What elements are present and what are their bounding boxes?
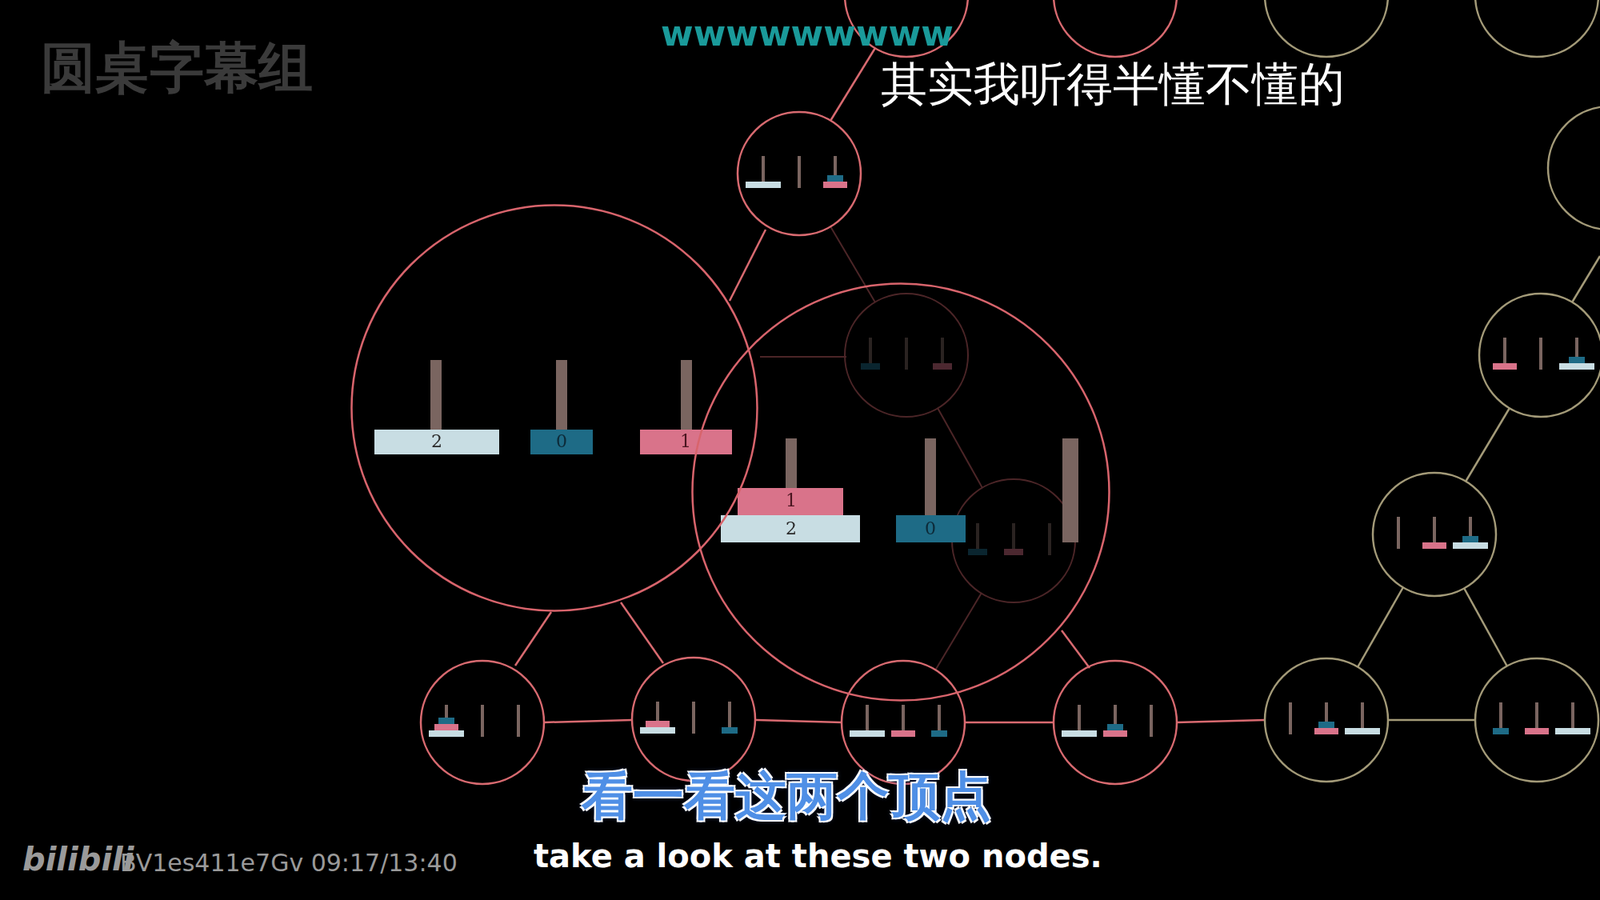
node-outline bbox=[350, 204, 759, 612]
disk-number: 2 bbox=[785, 520, 797, 538]
tower-icons bbox=[428, 156, 1595, 737]
magnified-tower-a bbox=[374, 360, 732, 455]
danmaku-comment: 其实我听得半懂不懂的 bbox=[880, 59, 1345, 111]
faded-graph bbox=[760, 226, 1076, 671]
subtitle-english: take a look at these two nodes. bbox=[533, 838, 1103, 874]
node-outline bbox=[691, 282, 1111, 702]
video-id-time: BV1es411e7Gv 09:17/13:40 bbox=[120, 849, 458, 876]
disk-number: 1 bbox=[785, 492, 797, 510]
graph-node-circle: 1 2 0 bbox=[691, 282, 1111, 702]
graph-node-circle: 2 0 1 bbox=[350, 204, 759, 612]
graph-edges bbox=[515, 48, 1600, 723]
node-outline-circle bbox=[352, 205, 758, 612]
watermark: 圆桌字幕组 bbox=[40, 38, 313, 99]
subtitle-chinese: 看一看这两个顶点 bbox=[581, 768, 992, 824]
danmaku-comment: wwwwwwwww bbox=[660, 14, 954, 53]
disk-number: 0 bbox=[924, 520, 936, 538]
node-outline-circle bbox=[692, 284, 1110, 701]
site-logo: bilibili bbox=[22, 841, 135, 877]
small-nodes bbox=[420, 0, 1600, 784]
disk-number: 1 bbox=[680, 432, 692, 451]
disk-number: 2 bbox=[431, 432, 443, 451]
disk-number: 0 bbox=[556, 432, 568, 451]
magnified-tower-b bbox=[720, 438, 1079, 543]
